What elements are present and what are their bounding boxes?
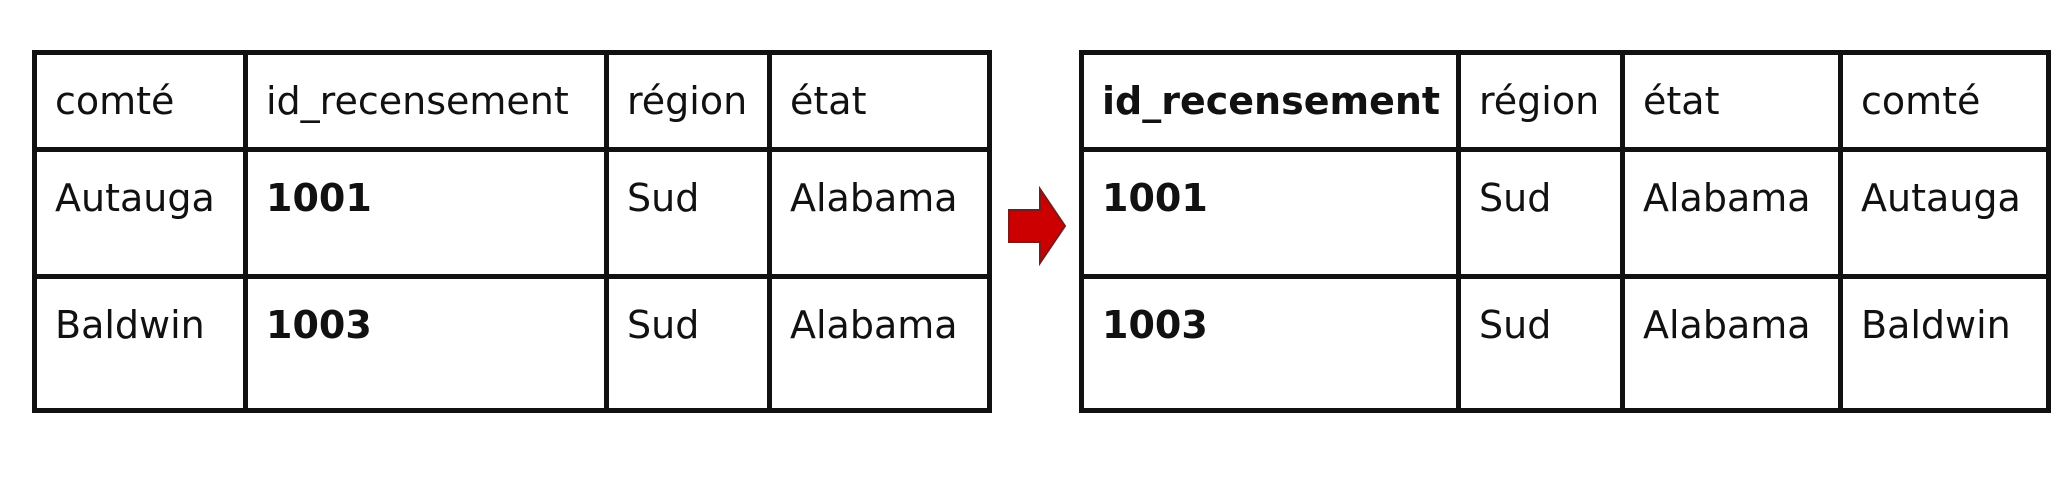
- cell-state: Alabama: [767, 274, 992, 413]
- reordered-table: id_recensement région état comté 1001 Su…: [1079, 50, 2051, 413]
- table-row: 1001 Sud Alabama Autauga: [1079, 147, 2051, 279]
- cell-region: Sud: [604, 147, 772, 279]
- cell-state: Alabama: [1620, 274, 1843, 413]
- header-cell-region: région: [604, 50, 772, 152]
- table-row: 1003 Sud Alabama Baldwin: [1079, 274, 2051, 413]
- arrow-shape: [1008, 186, 1067, 266]
- cell-region: Sud: [1456, 147, 1625, 279]
- header-cell-state: état: [767, 50, 992, 152]
- cell-state: Alabama: [1620, 147, 1843, 279]
- right-arrow-icon: [1008, 186, 1067, 266]
- header-cell-county: comté: [32, 50, 248, 152]
- cell-county: Autauga: [32, 147, 248, 279]
- cell-region: Sud: [604, 274, 772, 413]
- header-cell-state: état: [1620, 50, 1843, 152]
- cell-census-id: 1001: [243, 147, 609, 279]
- cell-county: Baldwin: [32, 274, 248, 413]
- cell-county: Autauga: [1838, 147, 2051, 279]
- header-row: id_recensement région état comté: [1079, 50, 2051, 152]
- source-table: comté id_recensement région état Autauga…: [32, 50, 992, 413]
- header-cell-county: comté: [1838, 50, 2051, 152]
- table-row: Baldwin 1003 Sud Alabama: [32, 274, 992, 413]
- cell-census-id: 1003: [1079, 274, 1461, 413]
- header-cell-census-id: id_recensement: [243, 50, 609, 152]
- cell-census-id: 1001: [1079, 147, 1461, 279]
- header-cell-region: région: [1456, 50, 1625, 152]
- table-row: Autauga 1001 Sud Alabama: [32, 147, 992, 279]
- cell-region: Sud: [1456, 274, 1625, 413]
- header-cell-census-id: id_recensement: [1079, 50, 1461, 152]
- cell-county: Baldwin: [1838, 274, 2051, 413]
- cell-census-id: 1003: [243, 274, 609, 413]
- cell-state: Alabama: [767, 147, 992, 279]
- header-row: comté id_recensement région état: [32, 50, 992, 152]
